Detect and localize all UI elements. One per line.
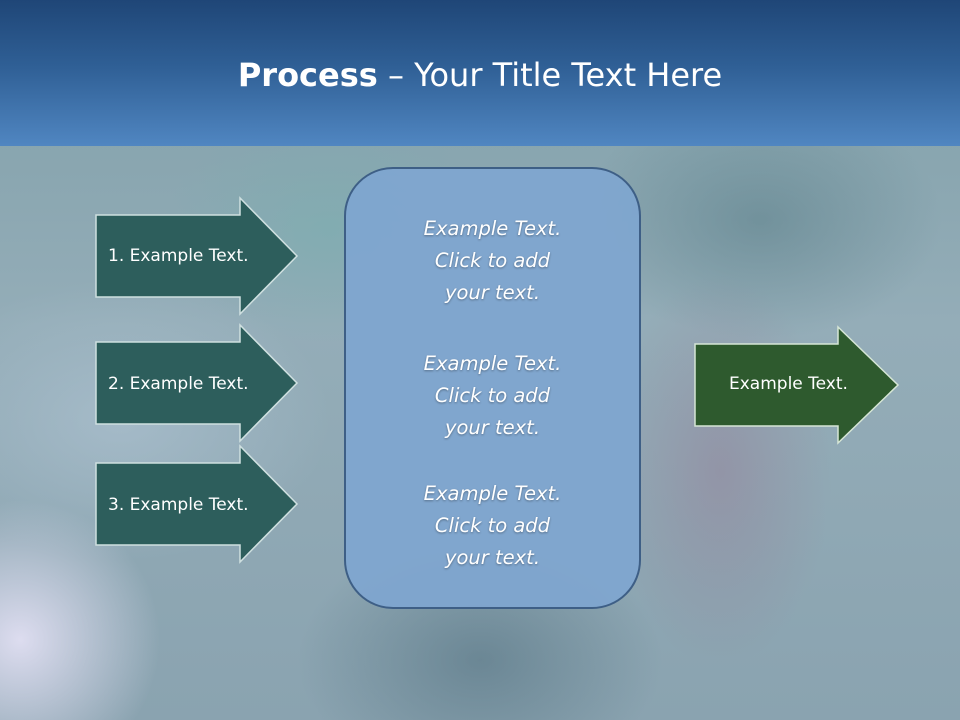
left-arrow-2-label: 2. Example Text. [108, 374, 249, 394]
center-box[interactable] [344, 167, 641, 609]
right-arrow-label: Example Text. [729, 374, 848, 394]
center-paragraph-1: Example Text. Click to add your text. [423, 217, 562, 304]
center-paragraph-2: Example Text. Click to add your text. [423, 352, 562, 439]
left-arrow-3-label: 3. Example Text. [108, 495, 249, 515]
center-paragraph-3: Example Text. Click to add your text. [423, 482, 562, 569]
left-arrow-1[interactable] [95, 196, 299, 316]
left-arrow-3[interactable] [95, 444, 299, 564]
left-arrow-2[interactable] [95, 323, 299, 443]
title-bar [0, 0, 960, 146]
left-arrow-1-label: 1. Example Text. [108, 246, 249, 266]
slide-title[interactable]: Process – Your Title Text Here [0, 54, 960, 96]
right-arrow[interactable] [694, 325, 900, 445]
title-rest: – Your Title Text Here [377, 56, 723, 94]
title-bold-word: Process [237, 56, 378, 94]
